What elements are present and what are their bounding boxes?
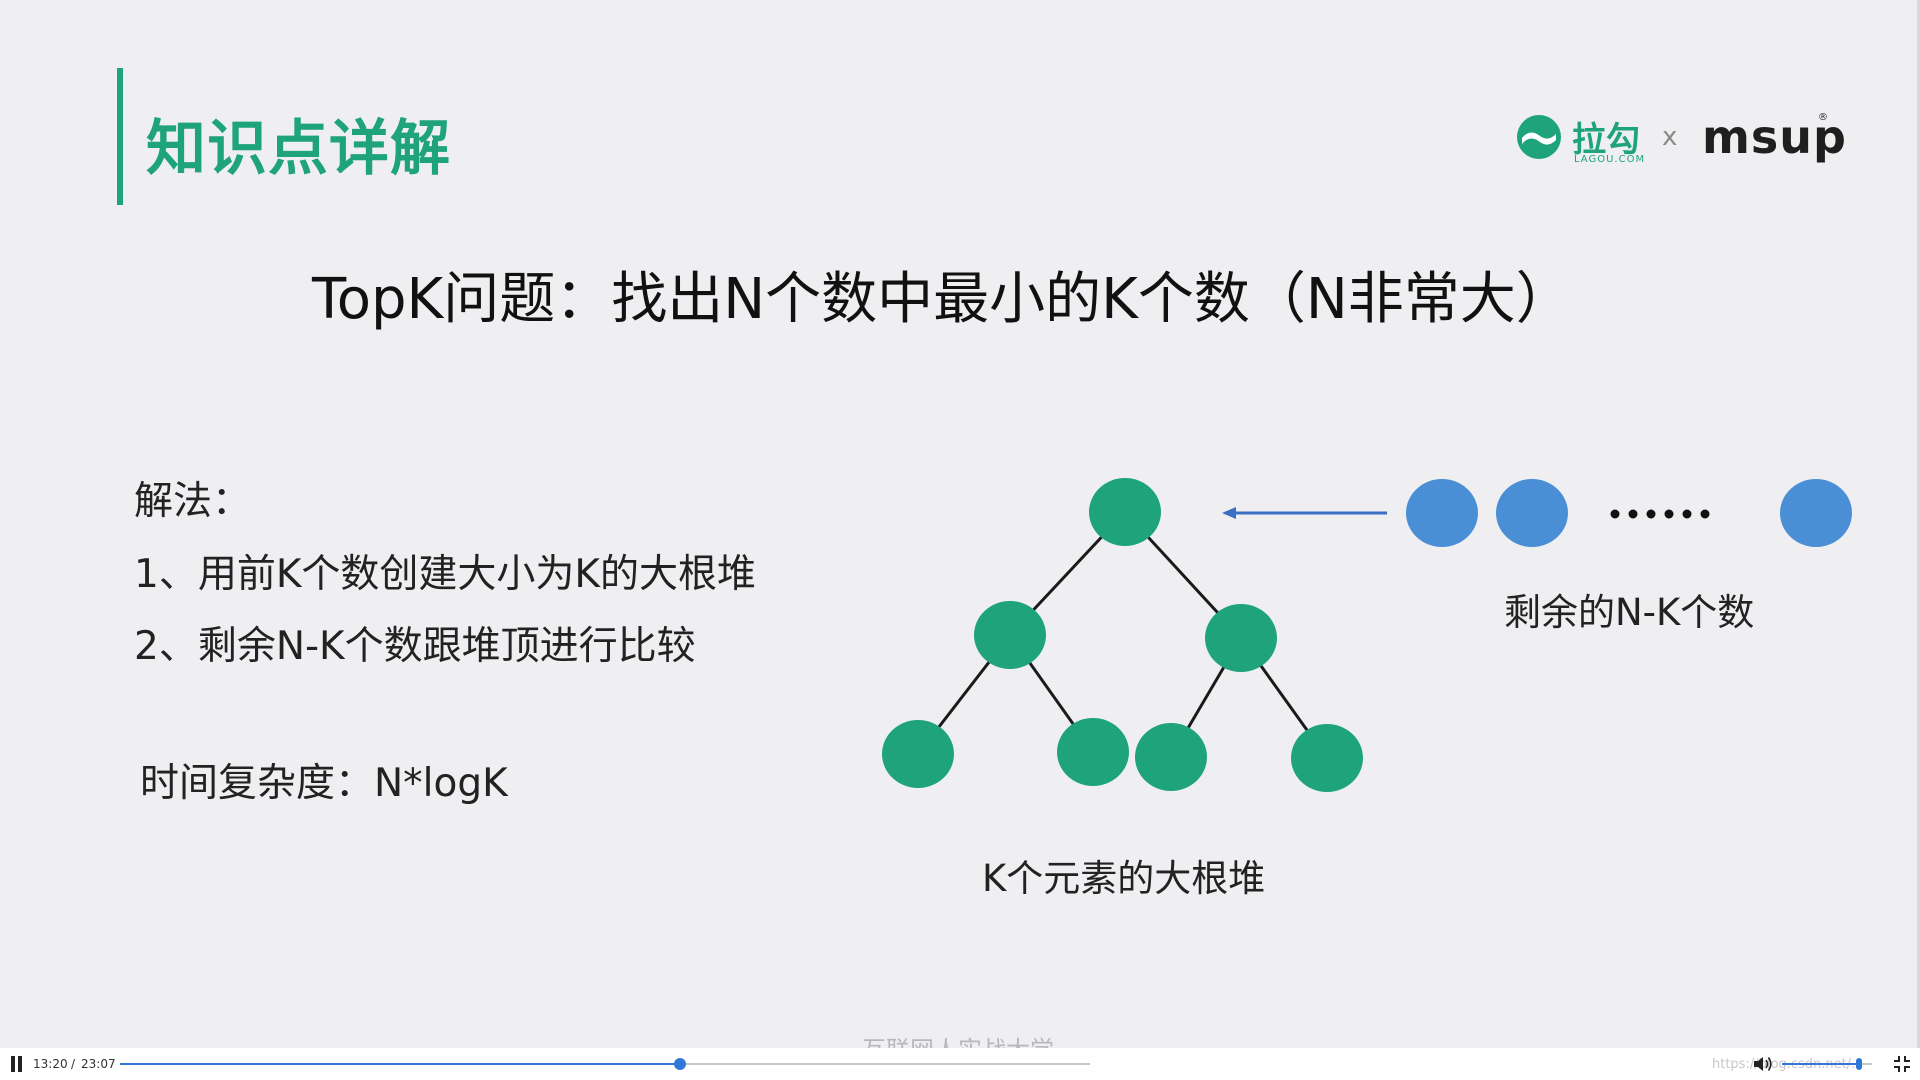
pause-bar-right [18, 1056, 22, 1072]
ellipsis-dot-2 [1628, 509, 1638, 519]
logo-separator: x [1662, 122, 1678, 152]
heap-nodes [882, 478, 1363, 792]
time-separator: / [71, 1057, 76, 1071]
pause-icon[interactable] [8, 1055, 26, 1073]
heap-node-1 [1089, 478, 1161, 546]
insert-arrow [1222, 507, 1387, 519]
progress-thumb[interactable] [673, 1058, 686, 1070]
ellipsis-dot-4 [1664, 509, 1674, 519]
volume-fill [1782, 1063, 1860, 1065]
exit-fullscreen-icon[interactable] [1893, 1055, 1911, 1073]
progress-bar[interactable] [120, 1058, 1090, 1070]
method-title: 解法： [134, 479, 252, 524]
remaining-label: 剩余的N-K个数 [1504, 591, 1755, 634]
logo-registered-mark: ® [1818, 112, 1828, 123]
ellipsis-dot-3 [1646, 509, 1656, 519]
arrow-head [1222, 507, 1236, 519]
section-title: 知识点详解 [146, 114, 451, 184]
heap-node-2 [974, 601, 1046, 669]
title-accent-bar [117, 68, 123, 205]
time-current: 13:20 [33, 1057, 68, 1071]
heap-node-6 [1135, 723, 1207, 791]
heap-node-5 [1057, 718, 1129, 786]
time-total: 23:07 [81, 1057, 116, 1071]
slide-right-edge [1917, 0, 1920, 1048]
volume-slider[interactable] [1782, 1058, 1872, 1070]
ellipsis-dot-5 [1682, 509, 1692, 519]
method-step-2: 2、剩余N-K个数跟堆顶进行比较 [134, 624, 696, 669]
speaker-icon[interactable] [1752, 1054, 1774, 1074]
ellipsis-dot-1 [1610, 509, 1620, 519]
logo-brand-cn: 拉勾 [1572, 120, 1640, 160]
pause-bar-left [11, 1056, 15, 1072]
heap-node-3 [1205, 604, 1277, 672]
heap-label: K个元素的大根堆 [982, 857, 1266, 900]
remaining-node-2 [1496, 479, 1568, 547]
slide-headline: TopK问题：找出N个数中最小的K个数（N非常大） [312, 267, 1572, 332]
remaining-node-3 [1780, 479, 1852, 547]
logo-partner: msup [1702, 110, 1847, 164]
remaining-numbers [1406, 479, 1852, 547]
logo-brand-sub: LAGOU.COM [1574, 154, 1646, 165]
ellipsis-dot-6 [1700, 509, 1710, 519]
lagou-logo-icon [1517, 115, 1561, 159]
complexity-text: 时间复杂度：N*logK [140, 761, 508, 806]
player-controls: 13:20 / 23:07 https://blog.csdn.net/... [0, 1048, 1920, 1080]
volume-thumb[interactable] [1856, 1058, 1863, 1070]
remaining-node-1 [1406, 479, 1478, 547]
heap-node-4 [882, 720, 954, 788]
ellipsis-dots [1610, 509, 1710, 519]
method-step-1: 1、用前K个数创建大小为K的大根堆 [134, 552, 756, 597]
progress-fill [120, 1063, 680, 1065]
brand-logo: 拉勾 LAGOU.COM x msup ® [1512, 108, 1846, 172]
heap-node-7 [1291, 724, 1363, 792]
